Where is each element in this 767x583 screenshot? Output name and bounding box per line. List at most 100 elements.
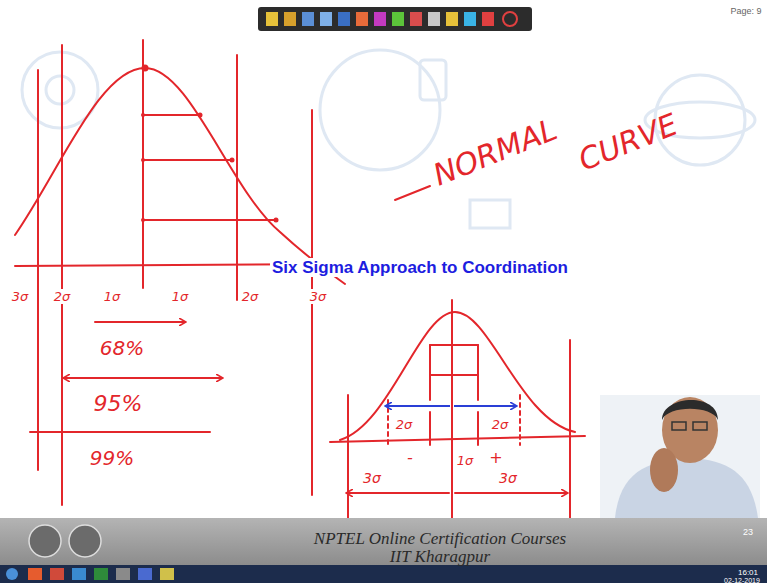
dot xyxy=(230,158,235,163)
span-arrow xyxy=(454,405,516,407)
sigma-tick: 1σ xyxy=(103,287,122,305)
logo xyxy=(29,525,61,557)
task-icon xyxy=(160,568,174,580)
dot xyxy=(141,113,145,117)
sigma-tick: 2σ xyxy=(395,417,414,432)
dash-mark xyxy=(395,186,430,200)
mean-line xyxy=(142,40,144,288)
sign-mark: - xyxy=(406,449,414,467)
sigma-tick: 1σ xyxy=(171,287,190,305)
watermark-gear xyxy=(46,76,74,104)
handwritten-note: CURVE xyxy=(573,107,683,177)
presenter-shirt xyxy=(615,458,758,518)
span-line xyxy=(30,431,210,433)
sigma-tick: 2σ xyxy=(491,415,510,433)
footer-band xyxy=(0,518,767,565)
sigma-tick: 2σ xyxy=(53,287,72,305)
presenter-video xyxy=(600,395,760,518)
slide-title: Six Sigma Approach to Coordination xyxy=(270,258,570,277)
presenter-glasses xyxy=(693,422,707,430)
presenter-hair xyxy=(662,400,718,420)
dot xyxy=(198,113,203,118)
task-icon xyxy=(116,568,130,580)
sigma-tick: 1σ xyxy=(103,289,122,304)
tool-icon xyxy=(266,12,278,26)
percent-label: 68% xyxy=(99,337,145,359)
footer-text: IIT Kharagpur xyxy=(389,547,491,566)
height-line xyxy=(143,219,276,221)
tool-icon xyxy=(410,12,422,26)
tool-icon xyxy=(446,12,458,26)
handwritten-note: NORMAL xyxy=(427,111,563,193)
watermark-circle xyxy=(320,50,440,170)
tool-icon xyxy=(464,12,476,26)
watermark-phone xyxy=(420,60,446,100)
clock-date: 02-12-2019 xyxy=(723,569,761,583)
sigma-line xyxy=(477,345,479,445)
span-arrow xyxy=(64,377,222,379)
sigma-tick: 3σ xyxy=(498,469,518,487)
axis-line xyxy=(330,436,585,442)
dot xyxy=(141,158,145,162)
footer-text: NPTEL Online Certification Courses xyxy=(313,530,567,549)
sigma-line xyxy=(61,45,63,505)
sigma-tick: 1σ xyxy=(456,453,475,468)
blue-arrows xyxy=(386,405,516,407)
sigma-tick: 2σ xyxy=(395,415,414,433)
footer-text: NPTEL Online Certification Courses xyxy=(313,529,567,548)
handwritten-note: CURVE xyxy=(573,106,684,178)
dot xyxy=(274,218,279,223)
slide-number: 23 xyxy=(742,527,754,537)
task-icon xyxy=(94,568,108,580)
bell-curve xyxy=(340,312,575,440)
percent-label: 68% xyxy=(99,336,145,360)
percent-label: 99% xyxy=(89,446,135,470)
height-line xyxy=(143,159,232,161)
tool-icon xyxy=(482,12,494,26)
toolbar-icons xyxy=(266,12,517,26)
tool-icon xyxy=(320,12,332,26)
sign-mark: + xyxy=(488,448,503,467)
sign-mark: - xyxy=(406,448,414,467)
tool-icon xyxy=(428,12,440,26)
watermark xyxy=(22,50,755,228)
start-button xyxy=(6,568,18,580)
tool-icon xyxy=(503,12,517,26)
task-icon xyxy=(72,568,86,580)
handwritten-note: NORMAL xyxy=(428,112,563,192)
tool-icon xyxy=(302,12,314,26)
toolbar xyxy=(258,7,532,31)
tool-icon xyxy=(338,12,350,26)
logo xyxy=(69,525,101,557)
percent-label: 95% xyxy=(93,392,144,416)
mean-line xyxy=(451,300,453,548)
sign-mark: + xyxy=(488,449,503,467)
sigma-tick: 2σ xyxy=(53,289,72,304)
height-line xyxy=(143,114,200,116)
sigma-line xyxy=(236,55,238,300)
sigma-tick: 3σ xyxy=(498,470,518,486)
task-icon xyxy=(50,568,64,580)
task-icon xyxy=(138,568,152,580)
sigma-tick: 3σ xyxy=(362,470,382,486)
sigma-line xyxy=(519,395,521,445)
curve-dots xyxy=(141,65,279,223)
span-arrow xyxy=(455,492,567,494)
sigma-tick: 3σ xyxy=(309,287,328,305)
height-line xyxy=(430,374,478,376)
slide-number: 23 xyxy=(742,521,754,539)
taskbar-icons xyxy=(6,568,174,580)
sigma-line xyxy=(37,70,39,470)
sigma-tick: 3σ xyxy=(309,289,328,304)
sigma-tick: 1σ xyxy=(456,451,475,469)
sigma-tick: 2σ xyxy=(491,417,510,432)
sigma-tick: 2σ xyxy=(241,289,260,304)
presenter-hand xyxy=(650,448,678,492)
page-number: Page: 9 xyxy=(729,6,762,16)
percent-label: 99% xyxy=(89,447,135,469)
sigma-tick: 1σ xyxy=(171,289,190,304)
video-ground xyxy=(600,395,760,518)
six-sigma-sketch xyxy=(330,300,585,555)
sigma-tick: 3σ xyxy=(11,287,30,305)
